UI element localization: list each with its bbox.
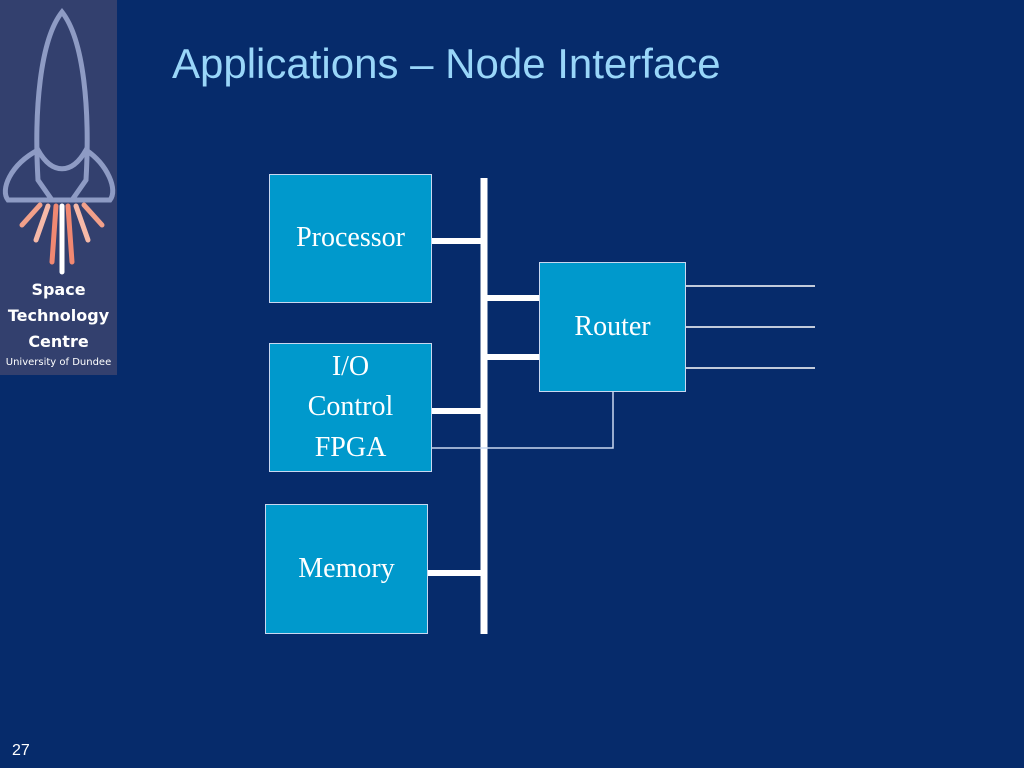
processor-block: Processor [269, 174, 432, 303]
memory-block: Memory [265, 504, 428, 634]
io-control-fpga-block: I/O Control FPGA [269, 343, 432, 472]
logo-text-space: Space [31, 280, 86, 299]
page-number: 27 [12, 742, 30, 759]
slide-title: Applications – Node Interface [172, 40, 721, 87]
logo-text-centre: Centre [28, 332, 89, 351]
logo-text-university: University of Dundee [5, 357, 112, 368]
router-block: Router [539, 262, 686, 392]
space-technology-centre-logo: Space Technology Centre University of Du… [0, 0, 117, 375]
io-router-link [432, 392, 614, 449]
rocket-logo-icon [2, 7, 116, 275]
logo-text-technology: Technology [7, 306, 110, 325]
